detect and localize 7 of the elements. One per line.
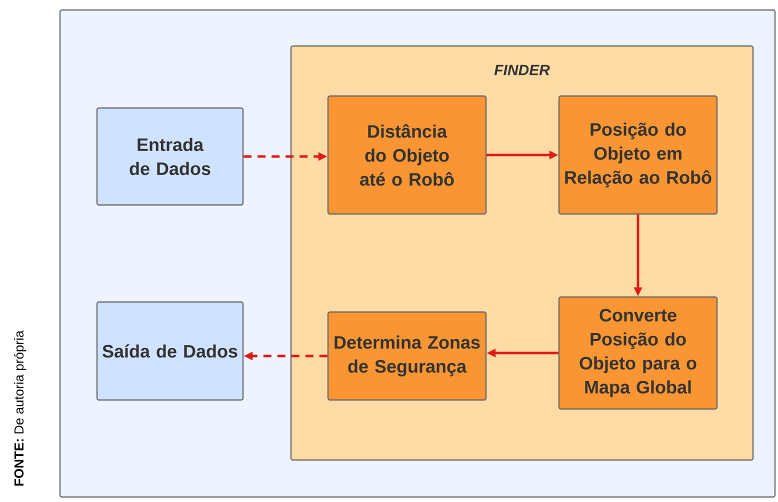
source-note: FONTE: De autoria própria [14, 330, 26, 486]
process-box: Posição do Objeto em Relação ao Robô [558, 95, 718, 215]
process-box: Converte Posição do Objeto para o Mapa Global [558, 296, 718, 410]
process-box: Determina Zonas de Segurança [327, 311, 487, 401]
process-box: Saída de Dados [96, 301, 244, 401]
process-box: Distância do Objeto até o Robô [327, 95, 487, 215]
process-box: Entrada de Dados [96, 107, 244, 206]
